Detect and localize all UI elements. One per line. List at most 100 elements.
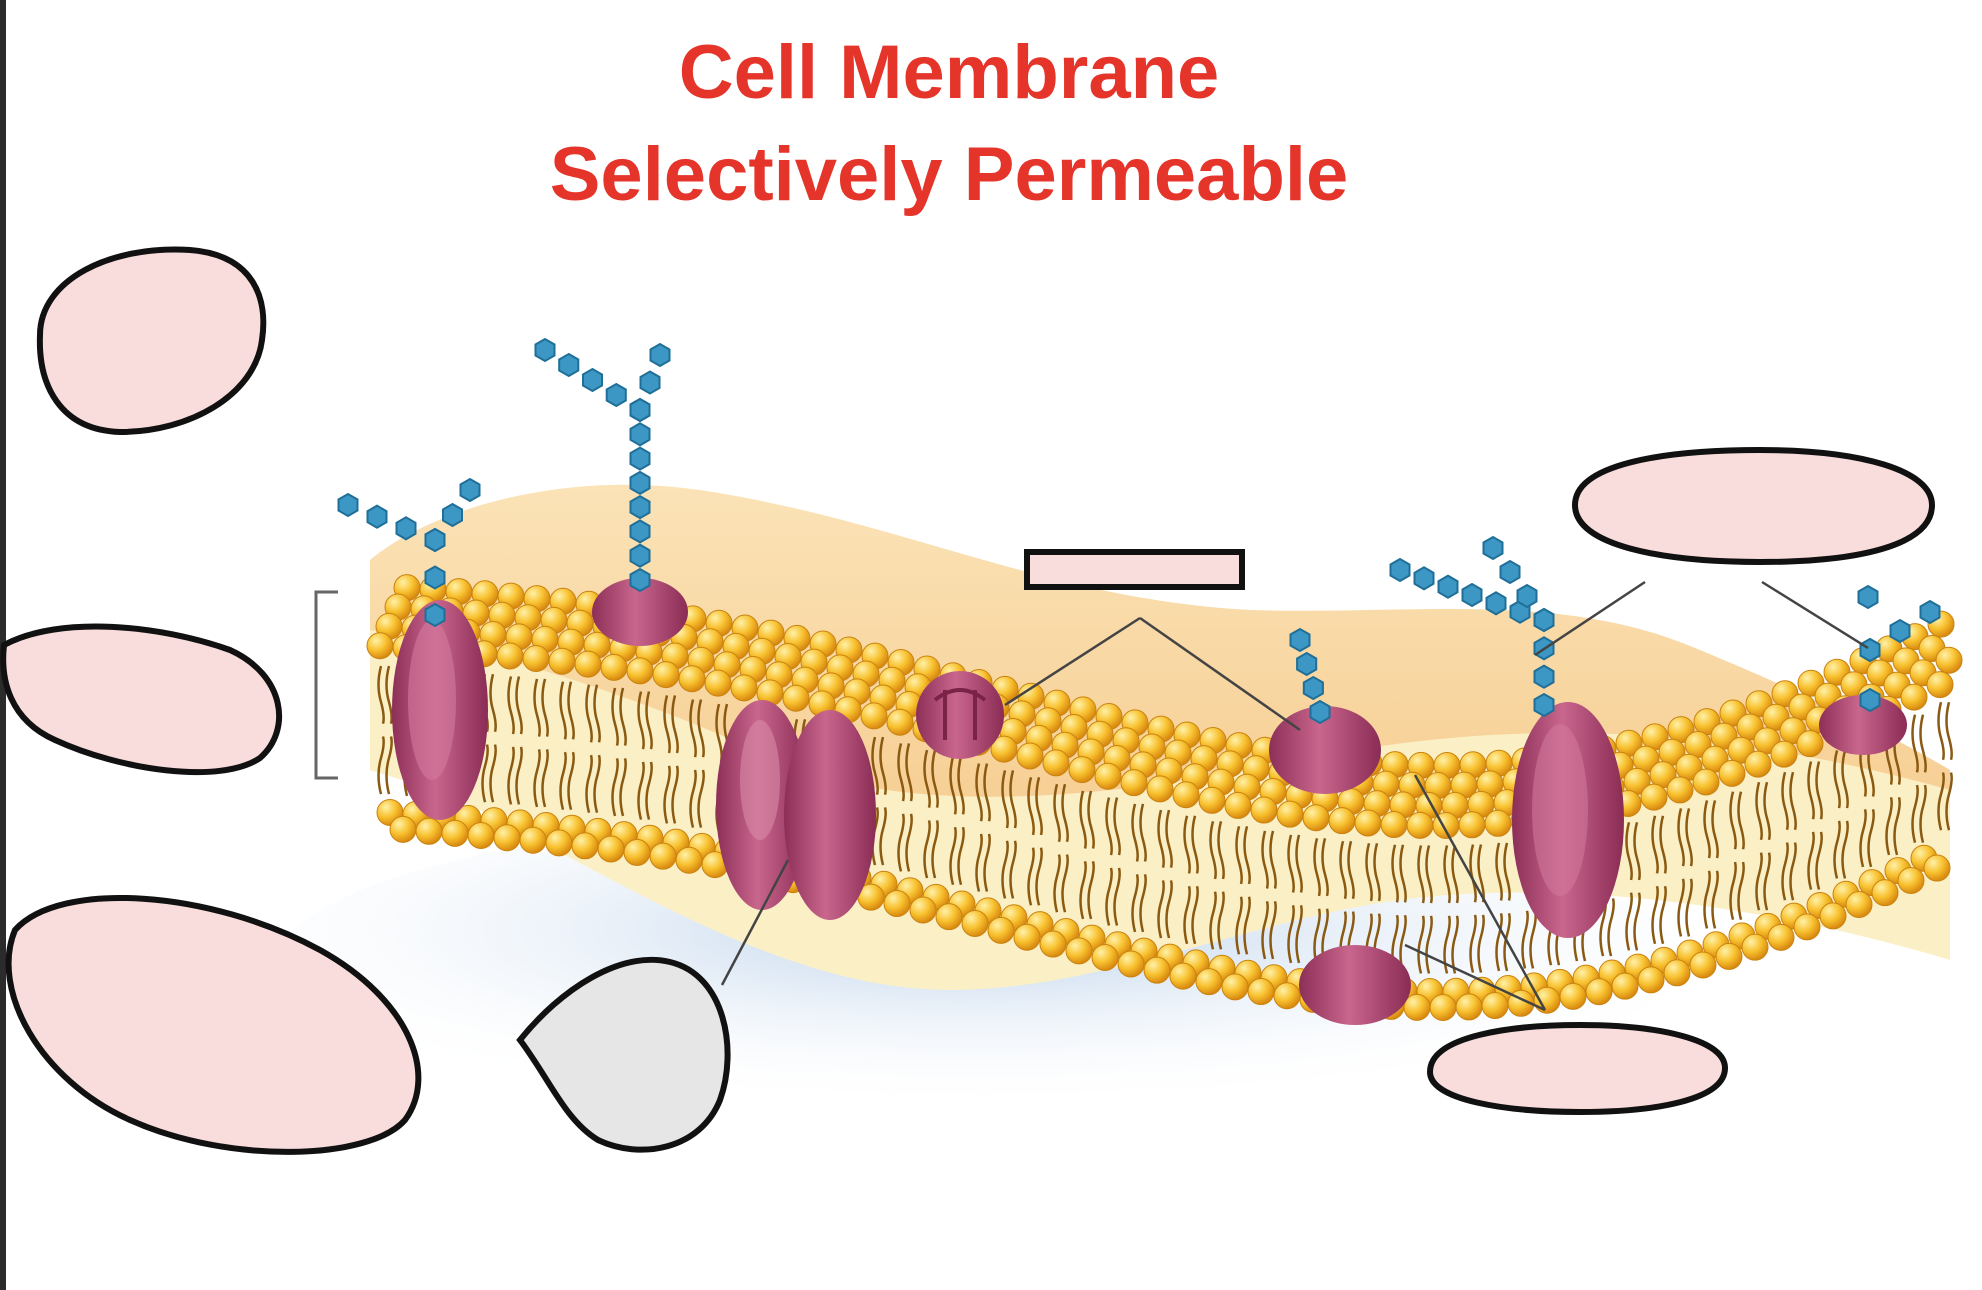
channel-protein-icon (716, 700, 876, 920)
carbohydrate-chain (1389, 535, 1555, 718)
phospholipid-tail (1157, 809, 1173, 868)
sugar-unit (395, 516, 417, 541)
phospholipid-head (1796, 730, 1824, 758)
phospholipid-tail (1131, 873, 1147, 933)
phospholipid-tail (1339, 840, 1355, 900)
label-blank-bottom-right[interactable] (1426, 1021, 1729, 1116)
sugar-unit (1859, 687, 1881, 713)
phospholipid-tail (1209, 820, 1225, 880)
peripheral-protein-small (916, 671, 1004, 759)
sugar-unit (1296, 651, 1318, 677)
label-blank-top-center[interactable] (1024, 549, 1245, 590)
sugar-unit (424, 565, 446, 590)
phospholipid-head (886, 708, 914, 736)
phospholipid-tail (1859, 808, 1875, 868)
phospholipid-tail (1469, 914, 1485, 973)
phospholipid-tail (1053, 854, 1069, 913)
phospholipid-tail (1677, 808, 1693, 867)
sugar-unit (629, 422, 651, 447)
sugar-unit (629, 494, 651, 520)
label-blank-left-middle[interactable] (0, 623, 283, 775)
phospholipid-tail (585, 684, 601, 743)
phospholipid-head (548, 647, 576, 675)
phospholipid-head (1744, 750, 1772, 778)
phospholipid-tail (1079, 860, 1095, 920)
phospholipid-tail (949, 756, 965, 815)
phospholipid-head (1718, 759, 1746, 787)
phospholipid-head (1406, 811, 1434, 839)
phospholipid-head (1013, 923, 1041, 951)
phospholipid-head (730, 674, 758, 702)
label-blank-bottom-left[interactable] (5, 895, 422, 1155)
sugar-unit (1533, 664, 1555, 689)
phospholipid-head (1143, 956, 1171, 984)
phospholipid-tail (975, 763, 991, 822)
sugar-unit (1389, 557, 1411, 583)
phospholipid-head (1741, 933, 1769, 961)
phospholipid-head (961, 909, 989, 937)
phospholipid-tail (897, 743, 913, 802)
phospholipid-tail (1287, 904, 1303, 964)
phospholipid-head (1302, 804, 1330, 832)
phospholipid-head (1039, 930, 1067, 958)
phospholipid-head (1091, 943, 1119, 971)
bilayer-bracket (314, 590, 338, 780)
phospholipid-head (600, 653, 628, 681)
sugar-unit (629, 470, 651, 496)
phospholipid-head (1715, 942, 1743, 970)
phospholipid-head (1458, 811, 1486, 839)
phospholipid-head (1403, 993, 1431, 1021)
phospholipid-tail (1027, 847, 1043, 906)
phospholipid-head (571, 832, 599, 860)
phospholipid-tail (1001, 840, 1017, 899)
phospholipid-head (1195, 968, 1223, 996)
phospholipid-head (1559, 982, 1587, 1010)
sugar-unit (1859, 637, 1881, 663)
sugar-unit (534, 337, 556, 363)
phospholipid-head (1172, 781, 1200, 809)
sugar-unit (1289, 627, 1311, 653)
phospholipid-tail (1703, 870, 1719, 929)
carbohydrate-chain (1289, 627, 1331, 725)
phospholipid-tail (533, 678, 549, 737)
phospholipid-tail (1755, 781, 1771, 841)
phospholipid-tail (1105, 797, 1121, 856)
label-blank-channel[interactable] (516, 956, 731, 1153)
phospholipid-head (1429, 994, 1457, 1022)
phospholipid-tail (1443, 845, 1459, 904)
phospholipid-head (1666, 776, 1694, 804)
phospholipid-tail (689, 699, 705, 758)
sugar-unit (1309, 699, 1331, 725)
carbohydrate-chain (534, 337, 671, 593)
phospholipid-head (1692, 768, 1720, 796)
phospholipid-head (1354, 809, 1382, 837)
integral-protein-left (392, 600, 488, 820)
label-blank-top-right[interactable] (1571, 446, 1936, 566)
phospholipid-tail (1729, 861, 1745, 920)
phospholipid-head (1767, 923, 1795, 951)
phospholipid-head (1016, 742, 1044, 770)
phospholipid-head (1926, 671, 1954, 699)
phospholipid-head (1484, 809, 1512, 837)
phospholipid-tail (1261, 900, 1277, 960)
phospholipid-tail (1313, 838, 1329, 897)
phospholipid-head (1146, 775, 1174, 803)
phospholipid-tail (1001, 770, 1017, 829)
sugar-unit (639, 370, 661, 395)
sugar-unit (629, 446, 651, 471)
carbohydrate-chain-icon (337, 337, 1941, 725)
label-blank-top-left[interactable] (36, 246, 267, 436)
sugar-unit (1302, 675, 1324, 701)
phospholipid-head (1221, 973, 1249, 1001)
phospholipid-tail (507, 676, 523, 735)
phospholipid-tail (1027, 777, 1043, 836)
phospholipid-head (1923, 854, 1951, 882)
phospholipid-tail (377, 665, 393, 725)
sugar-unit (1857, 584, 1879, 610)
phospholipid-tail (1807, 831, 1823, 890)
phospholipid-head (1276, 800, 1304, 828)
phospholipid-tail (1495, 912, 1511, 972)
phospholipid-tail (1079, 790, 1095, 849)
phospholipid-head (1770, 740, 1798, 768)
sugar-unit (1482, 535, 1504, 561)
